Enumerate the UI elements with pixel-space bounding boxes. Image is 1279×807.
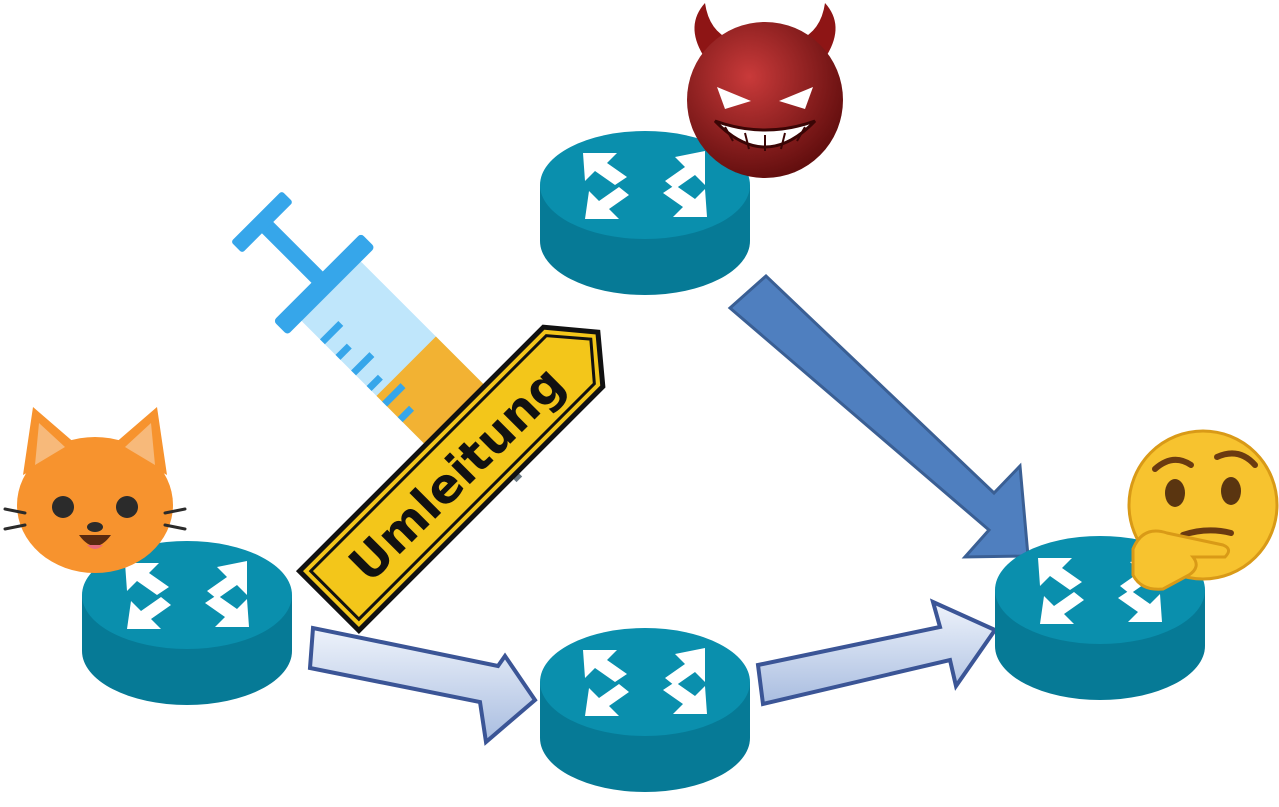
devil-emoji-icon	[687, 3, 843, 178]
edge-top-to-right-arrow	[727, 273, 1030, 559]
edge-left-to-bottom-arrow	[307, 625, 538, 746]
cat-emoji-icon	[3, 407, 187, 573]
syringe-icon	[232, 192, 523, 483]
edge-bottom-to-right-arrow	[755, 598, 999, 707]
thinking-face-emoji-icon	[1127, 429, 1279, 591]
router-bottom-icon	[540, 628, 750, 792]
